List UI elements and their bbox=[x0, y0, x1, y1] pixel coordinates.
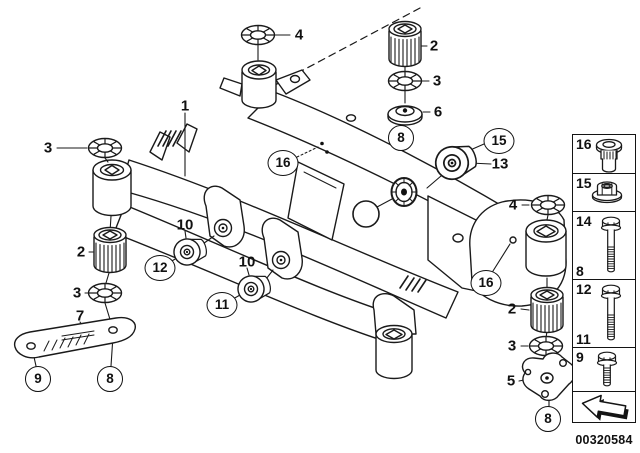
washer-part-4 bbox=[240, 24, 276, 46]
callout-2[interactable]: 2 bbox=[507, 300, 517, 318]
callout-2[interactable]: 2 bbox=[429, 37, 439, 55]
bushing-part-2 bbox=[388, 20, 422, 68]
circled-callout-8[interactable]: 8 bbox=[388, 125, 414, 151]
callout-6[interactable]: 6 bbox=[433, 103, 443, 121]
legend-item-number: 11 bbox=[576, 330, 591, 347]
exploded-parts bbox=[13, 20, 576, 402]
circled-callout-12[interactable]: 12 bbox=[144, 255, 176, 281]
legend-cell-9[interactable]: 9 bbox=[572, 347, 636, 393]
circled-callout-8[interactable]: 8 bbox=[535, 406, 561, 432]
bushing-part-2 bbox=[93, 226, 127, 274]
callout-2[interactable]: 2 bbox=[76, 243, 86, 261]
callout-3[interactable]: 3 bbox=[507, 337, 517, 355]
callout-7[interactable]: 7 bbox=[75, 307, 85, 325]
legend-item-number: 12 bbox=[576, 280, 592, 297]
callout-10[interactable]: 10 bbox=[176, 216, 194, 234]
image-number: 00320584 bbox=[575, 433, 633, 447]
legend-cell-12[interactable]: 12 11 bbox=[572, 278, 636, 349]
unlabeled-callout-circle[interactable] bbox=[352, 200, 380, 228]
callout-4[interactable]: 4 bbox=[508, 196, 518, 214]
grommet-disc bbox=[390, 177, 418, 207]
assembly-direction-dashed-line bbox=[242, 7, 421, 103]
legend-cell-14[interactable]: 14 8 bbox=[572, 210, 636, 281]
circled-callout-9[interactable]: 9 bbox=[25, 366, 51, 392]
bushing-part-2 bbox=[530, 286, 564, 334]
callout-1[interactable]: 1 bbox=[180, 97, 190, 115]
circled-callout-16[interactable]: 16 bbox=[470, 270, 502, 296]
callout-13[interactable]: 13 bbox=[491, 155, 509, 173]
legend-cell-15[interactable]: 15 bbox=[572, 173, 636, 213]
washer-part-3 bbox=[528, 335, 564, 357]
legend-item-number: 8 bbox=[576, 262, 584, 279]
legend-cell-direction-arrow[interactable] bbox=[572, 390, 636, 426]
cap-part-6 bbox=[387, 105, 423, 126]
callout-10[interactable]: 10 bbox=[238, 253, 256, 271]
circled-callout-16[interactable]: 16 bbox=[267, 150, 299, 176]
direction-arrow-icon bbox=[579, 391, 631, 426]
bracket-arm-part-7 bbox=[13, 316, 136, 359]
bracket-plate-part-5 bbox=[521, 352, 576, 402]
callout-3[interactable]: 3 bbox=[72, 284, 82, 302]
washer-part-4 bbox=[530, 194, 566, 216]
washer-part-3 bbox=[87, 282, 123, 304]
callout-3[interactable]: 3 bbox=[43, 139, 53, 157]
legend-cell-16[interactable]: 16 bbox=[572, 134, 636, 175]
circled-callout-15[interactable]: 15 bbox=[483, 128, 515, 154]
washer-part-3 bbox=[87, 137, 123, 159]
callout-5[interactable]: 5 bbox=[506, 372, 516, 390]
legend-item-number: 15 bbox=[576, 175, 592, 192]
legend-item-number: 16 bbox=[576, 136, 592, 152]
washer-part-3 bbox=[387, 70, 423, 92]
circled-callout-11[interactable]: 11 bbox=[206, 292, 238, 318]
circled-callout-8[interactable]: 8 bbox=[97, 366, 123, 392]
callout-4[interactable]: 4 bbox=[294, 26, 304, 44]
subframe-body bbox=[92, 60, 567, 380]
legend-item-number: 9 bbox=[576, 349, 584, 366]
legend-item-number: 14 bbox=[576, 212, 592, 229]
callout-3[interactable]: 3 bbox=[432, 72, 442, 90]
